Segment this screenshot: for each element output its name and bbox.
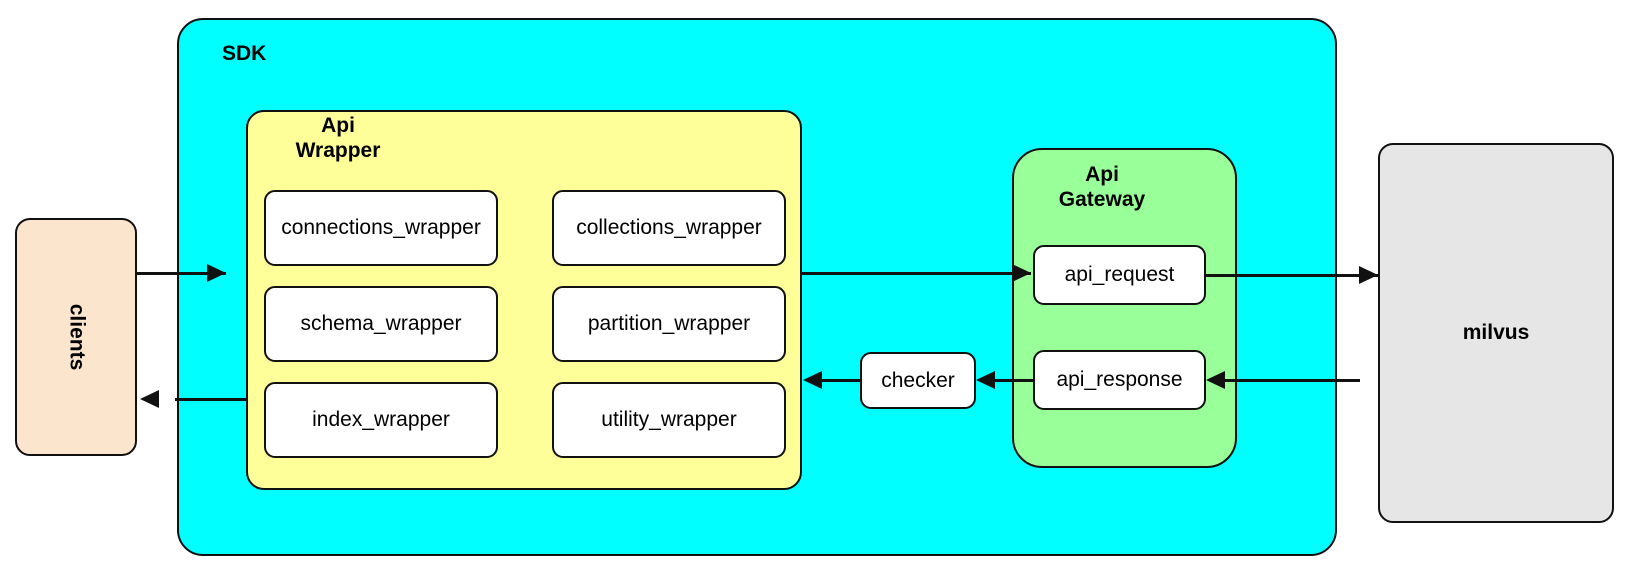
actor-milvus-label: milvus: [1462, 321, 1530, 344]
edge-clients-to-api-wrapper: [137, 272, 226, 275]
node-checker-label: checker: [881, 368, 955, 392]
edge-api-request-to-milvus-arrowhead: [1359, 266, 1378, 284]
group-api-gateway-label: Api Gateway: [1058, 163, 1146, 211]
actor-clients-label: clients: [65, 303, 88, 371]
node-partition-wrapper-label: partition_wrapper: [587, 312, 751, 335]
edge-api-wrapper-to-clients: [175, 398, 246, 401]
node-collections-wrapper[interactable]: collections_wrapper: [552, 190, 786, 266]
node-api-response[interactable]: api_response: [1033, 350, 1206, 410]
node-checker[interactable]: checker: [860, 352, 976, 409]
node-partition-wrapper[interactable]: partition_wrapper: [552, 286, 786, 362]
edge-api-wrapper-to-api-gateway-arrowhead: [1012, 264, 1031, 282]
node-api-response-label: api_response: [1056, 368, 1183, 391]
node-api-request[interactable]: api_request: [1033, 245, 1206, 305]
edge-milvus-to-api-response-arrowhead: [1206, 371, 1225, 389]
node-index-wrapper[interactable]: index_wrapper: [264, 382, 498, 458]
node-connections-wrapper-label: connections_wrapper: [281, 216, 481, 239]
node-collections-wrapper-label: collections_wrapper: [576, 216, 762, 239]
edge-clients-to-api-wrapper-arrowhead: [207, 264, 226, 282]
edge-milvus-to-api-response: [1225, 379, 1360, 382]
node-index-wrapper-label: index_wrapper: [312, 408, 450, 431]
edge-api-wrapper-to-clients-arrowhead: [140, 390, 159, 408]
node-schema-wrapper[interactable]: schema_wrapper: [264, 286, 498, 362]
actor-clients[interactable]: clients: [15, 218, 137, 456]
node-connections-wrapper[interactable]: connections_wrapper: [264, 190, 498, 266]
edge-api-response-to-checker: [995, 379, 1033, 382]
group-api-wrapper-label: Api Wrapper: [295, 114, 381, 162]
edge-api-request-to-milvus: [1206, 274, 1378, 277]
edge-checker-to-api-wrapper-arrowhead: [803, 371, 822, 389]
group-api-gateway[interactable]: [1012, 148, 1237, 468]
node-api-request-label: api_request: [1064, 263, 1175, 286]
actor-milvus[interactable]: milvus: [1378, 143, 1614, 523]
edge-checker-to-api-wrapper: [822, 379, 860, 382]
node-utility-wrapper[interactable]: utility_wrapper: [552, 382, 786, 458]
node-utility-wrapper-label: utility_wrapper: [601, 408, 737, 431]
edge-api-response-to-checker-arrowhead: [976, 371, 995, 389]
edge-api-wrapper-to-api-gateway: [800, 272, 1031, 275]
group-sdk-label: SDK: [222, 42, 267, 65]
node-schema-wrapper-label: schema_wrapper: [300, 312, 462, 335]
